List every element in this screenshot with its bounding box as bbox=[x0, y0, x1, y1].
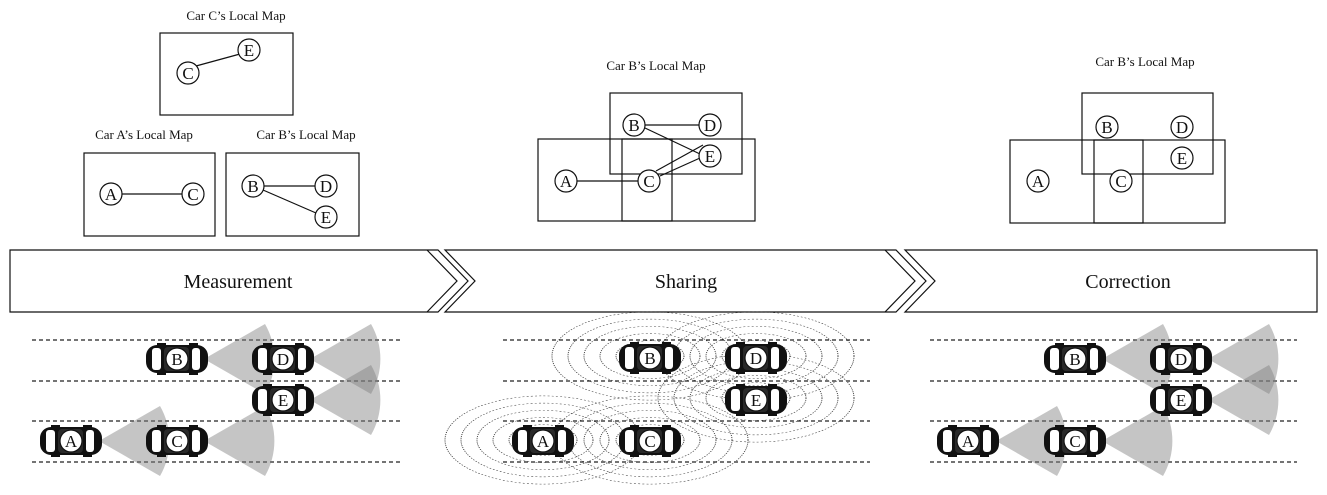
svg-text:B: B bbox=[628, 116, 639, 135]
car-b-map-node-b: B bbox=[241, 174, 265, 198]
correction-car-d: D bbox=[1149, 342, 1213, 376]
svg-text:E: E bbox=[278, 391, 288, 410]
svg-text:C: C bbox=[644, 432, 655, 451]
correction-map-node-d: D bbox=[1170, 115, 1194, 139]
svg-text:C: C bbox=[171, 432, 182, 451]
car-b-map-box bbox=[225, 152, 360, 237]
svg-text:A: A bbox=[560, 172, 573, 191]
svg-text:A: A bbox=[537, 432, 550, 451]
sharing-map-node-d: D bbox=[698, 113, 722, 137]
car-c-map-title: Car C’s Local Map bbox=[186, 8, 285, 23]
correction-map-node-b: B bbox=[1095, 115, 1119, 139]
correction-map-node-c: C bbox=[1109, 169, 1133, 193]
car-c-map-node-e: E bbox=[237, 38, 261, 62]
svg-text:D: D bbox=[750, 349, 762, 368]
correction-map: Car B’s Local Map A B C D E bbox=[1009, 54, 1226, 224]
car-b-map-node-d: D bbox=[314, 174, 338, 198]
car-b-map-title: Car B’s Local Map bbox=[256, 127, 355, 142]
car-c-map-box bbox=[159, 32, 294, 116]
svg-text:B: B bbox=[1069, 350, 1080, 369]
svg-text:C: C bbox=[1115, 172, 1126, 191]
correction-arrow bbox=[903, 249, 1318, 313]
stage-arrows: Measurement Sharing Correction bbox=[9, 249, 1318, 313]
measurement-car-e: E bbox=[251, 383, 315, 417]
svg-text:B: B bbox=[644, 349, 655, 368]
stage-label-measurement: Measurement bbox=[184, 271, 293, 293]
sharing-car-c: C bbox=[618, 424, 682, 458]
svg-text:E: E bbox=[751, 391, 761, 410]
svg-text:E: E bbox=[1177, 149, 1187, 168]
measurement-car-b: B bbox=[145, 342, 209, 376]
car-b-map-node-e: E bbox=[314, 205, 338, 229]
car-a-map-box bbox=[83, 152, 216, 237]
sharing-car-b: B bbox=[618, 341, 682, 375]
svg-text:D: D bbox=[277, 350, 289, 369]
svg-text:E: E bbox=[321, 208, 331, 227]
road-correction: B D E A C bbox=[930, 324, 1297, 476]
svg-text:E: E bbox=[705, 147, 715, 166]
correction-map-title: Car B’s Local Map bbox=[1095, 54, 1194, 69]
svg-text:A: A bbox=[65, 432, 78, 451]
measurement-arrow bbox=[9, 249, 469, 313]
svg-text:A: A bbox=[962, 432, 975, 451]
car-a-map-node-a: A bbox=[99, 182, 123, 206]
svg-text:D: D bbox=[704, 116, 716, 135]
measurement-maps: Car C’s Local Map C E Car A’s Local Map … bbox=[83, 8, 360, 237]
svg-text:C: C bbox=[187, 185, 198, 204]
road-measurement: B D E A C bbox=[32, 324, 400, 476]
stage-label-sharing: Sharing bbox=[655, 271, 717, 293]
sharing-car-d: D bbox=[724, 341, 788, 375]
sharing-map-node-e: E bbox=[698, 144, 722, 168]
sharing-arrow bbox=[443, 249, 927, 313]
correction-map-node-e: E bbox=[1170, 146, 1194, 170]
svg-text:E: E bbox=[1176, 391, 1186, 410]
correction-map-box-b bbox=[1081, 92, 1214, 175]
measurement-car-c: C bbox=[145, 424, 209, 458]
correction-map-box-c bbox=[1093, 139, 1144, 224]
sharing-map-node-c: C bbox=[637, 169, 661, 193]
svg-text:B: B bbox=[1101, 118, 1112, 137]
svg-text:B: B bbox=[171, 350, 182, 369]
sharing-map-node-b: B bbox=[622, 113, 646, 137]
correction-map-node-a: A bbox=[1026, 169, 1050, 193]
svg-text:C: C bbox=[1069, 432, 1080, 451]
car-a-map-node-c: C bbox=[181, 182, 205, 206]
car-a-map-title: Car A’s Local Map bbox=[95, 127, 193, 142]
sharing-map-box-b bbox=[609, 92, 743, 175]
svg-text:E: E bbox=[244, 41, 254, 60]
svg-text:A: A bbox=[1032, 172, 1045, 191]
svg-text:D: D bbox=[1175, 350, 1187, 369]
svg-text:B: B bbox=[247, 177, 258, 196]
svg-text:C: C bbox=[182, 64, 193, 83]
svg-text:D: D bbox=[1176, 118, 1188, 137]
sharing-map-title: Car B’s Local Map bbox=[606, 58, 705, 73]
sharing-map: Car B’s Local Map A B C D E bbox=[537, 58, 756, 222]
stage-label-correction: Correction bbox=[1085, 271, 1171, 293]
sharing-car-a: A bbox=[511, 424, 575, 458]
sharing-car-e: E bbox=[724, 383, 788, 417]
measurement-car-d: D bbox=[251, 342, 315, 376]
sharing-map-node-a: A bbox=[554, 169, 578, 193]
correction-car-e: E bbox=[1149, 383, 1213, 417]
correction-car-a: A bbox=[936, 424, 1000, 458]
correction-car-b: B bbox=[1043, 342, 1107, 376]
sharing-map-box-c bbox=[621, 138, 673, 222]
measurement-car-a: A bbox=[39, 424, 103, 458]
svg-text:C: C bbox=[643, 172, 654, 191]
correction-car-c: C bbox=[1043, 424, 1107, 458]
road-sharing: B D E A C bbox=[444, 311, 870, 485]
svg-text:A: A bbox=[105, 185, 118, 204]
svg-text:D: D bbox=[320, 177, 332, 196]
car-c-map-node-c: C bbox=[176, 61, 200, 85]
